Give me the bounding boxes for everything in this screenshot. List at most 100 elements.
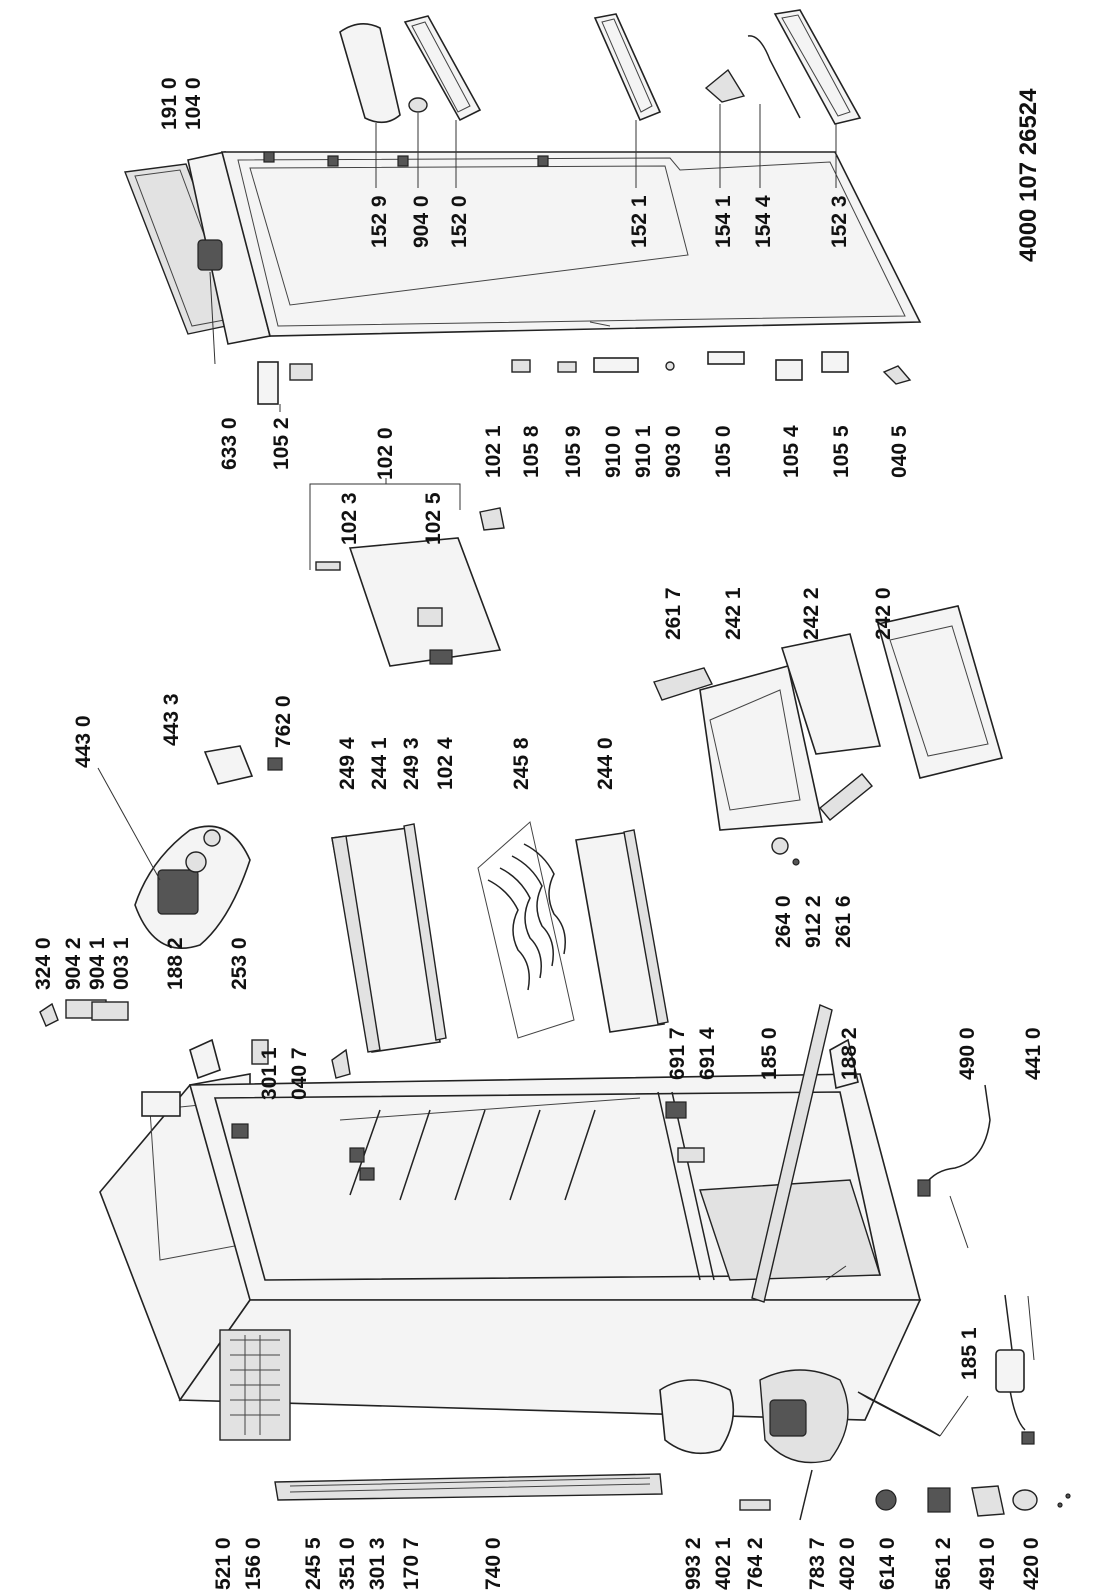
knob-2640 xyxy=(771,837,789,855)
label-2421: 242 1 xyxy=(722,587,745,640)
label-1054: 105 4 xyxy=(780,425,803,478)
label-6917: 691 7 xyxy=(666,1027,689,1080)
label-2494: 249 4 xyxy=(336,737,359,790)
label-4020: 402 0 xyxy=(836,1537,859,1590)
cabinet-body xyxy=(39,104,1071,1521)
label-1520: 152 0 xyxy=(448,195,471,248)
rail-1850 xyxy=(751,1004,833,1303)
label-4900: 490 0 xyxy=(956,1027,979,1080)
part-9100-9101 xyxy=(593,357,639,373)
part-1058 xyxy=(511,359,531,373)
module-4410 xyxy=(995,1349,1025,1393)
label-1023: 102 3 xyxy=(338,492,361,545)
hinge-1054 xyxy=(775,359,803,381)
hinge-1882-top xyxy=(189,1038,221,1080)
part-5612 xyxy=(927,1487,951,1513)
washer-9040 xyxy=(408,97,428,113)
drawer-2420 xyxy=(877,605,1004,779)
label-1851: 185 1 xyxy=(958,1327,981,1380)
part-9041 xyxy=(91,1001,129,1021)
label-1850: 185 0 xyxy=(758,1027,781,1080)
part-4200 xyxy=(1012,1489,1038,1511)
label-1059: 105 9 xyxy=(562,425,585,478)
label-1544: 154 4 xyxy=(752,195,775,248)
door-balcony-1520 xyxy=(403,15,482,122)
part-labels: 191 0 104 0 152 9 904 0 152 0 152 1 154 … xyxy=(32,77,1045,1590)
label-9041: 904 1 xyxy=(86,937,109,990)
compressor-part-4021 xyxy=(769,1399,807,1437)
label-1882-bottom: 188 2 xyxy=(838,1027,861,1080)
part-7837 xyxy=(799,1469,813,1521)
label-4200: 420 0 xyxy=(1020,1537,1043,1590)
part-1023 xyxy=(315,561,341,571)
lamp-cover-9932 xyxy=(659,1379,735,1455)
label-3240: 324 0 xyxy=(32,937,55,990)
label-1529: 152 9 xyxy=(368,195,391,248)
document-code: 4000 107 26524 xyxy=(1015,88,1042,262)
label-6330: 633 0 xyxy=(218,417,241,470)
label-1020: 102 0 xyxy=(374,427,397,480)
wine-rack-2458 xyxy=(477,821,575,1039)
label-9932: 993 2 xyxy=(682,1537,705,1590)
label-7620: 762 0 xyxy=(272,695,295,748)
label-2617: 261 7 xyxy=(662,587,685,640)
label-0031: 003 1 xyxy=(110,937,133,990)
label-1882-top: 188 2 xyxy=(164,937,187,990)
slide-2617 xyxy=(653,667,713,701)
glass-shelf-2440 xyxy=(575,831,665,1033)
drawers xyxy=(653,605,1004,866)
label-1560: 156 0 xyxy=(242,1537,265,1590)
slide-2616 xyxy=(819,773,873,821)
evaporator-1560 xyxy=(219,1329,291,1441)
label-1523: 152 3 xyxy=(828,195,851,248)
part-7642 xyxy=(739,1499,771,1511)
part-6140 xyxy=(875,1489,897,1511)
label-7400: 740 0 xyxy=(482,1537,505,1590)
part-3240 xyxy=(39,1002,59,1027)
label-1058: 105 8 xyxy=(520,425,543,478)
shelf-cover-1020 xyxy=(348,537,502,667)
label-5210: 521 0 xyxy=(212,1537,235,1590)
part-1050 xyxy=(707,351,745,365)
screw-9122 xyxy=(792,858,800,866)
label-4410: 441 0 xyxy=(1022,1027,1045,1080)
label-4430: 443 0 xyxy=(72,715,95,768)
part-0031 xyxy=(141,1091,181,1117)
label-9101: 910 1 xyxy=(632,425,655,478)
label-4910: 491 0 xyxy=(976,1537,999,1590)
screw-9030 xyxy=(665,361,675,371)
part-3011 xyxy=(251,1039,269,1065)
label-2493: 249 3 xyxy=(400,737,423,790)
label-3013: 301 3 xyxy=(366,1537,389,1590)
label-1025: 102 5 xyxy=(422,492,445,545)
shelves xyxy=(331,821,669,1053)
thermostat-2530 xyxy=(231,1123,249,1139)
part-3510 xyxy=(349,1147,365,1163)
door-assembly xyxy=(124,9,922,405)
label-5612: 561 2 xyxy=(932,1537,955,1590)
base-grille-7400 xyxy=(274,1473,663,1501)
label-2441: 244 1 xyxy=(368,737,391,790)
part-1021 xyxy=(479,507,505,531)
hinge-1055 xyxy=(821,351,849,373)
fan-cover-4433 xyxy=(203,745,254,785)
label-2616: 261 6 xyxy=(832,895,855,948)
label-6914: 691 4 xyxy=(696,1027,719,1080)
label-1052: 105 2 xyxy=(270,417,293,470)
shelf-trim-2494 xyxy=(331,835,381,1053)
hinge-1882-bottom xyxy=(829,1038,859,1090)
label-1521: 152 1 xyxy=(628,195,651,248)
drawer-cover-2422 xyxy=(780,633,882,755)
part-7620 xyxy=(267,757,283,771)
bottle-retainer-1541 xyxy=(704,68,746,103)
label-9122: 912 2 xyxy=(802,895,825,948)
label-2422: 242 2 xyxy=(800,587,823,640)
label-7837: 783 7 xyxy=(806,1537,829,1590)
label-0407: 040 7 xyxy=(288,1047,311,1100)
label-9100: 910 0 xyxy=(602,425,625,478)
part-4910 xyxy=(971,1485,1005,1517)
label-1024: 102 4 xyxy=(434,737,457,790)
label-3510: 351 0 xyxy=(336,1537,359,1590)
label-3011: 301 1 xyxy=(258,1047,281,1100)
